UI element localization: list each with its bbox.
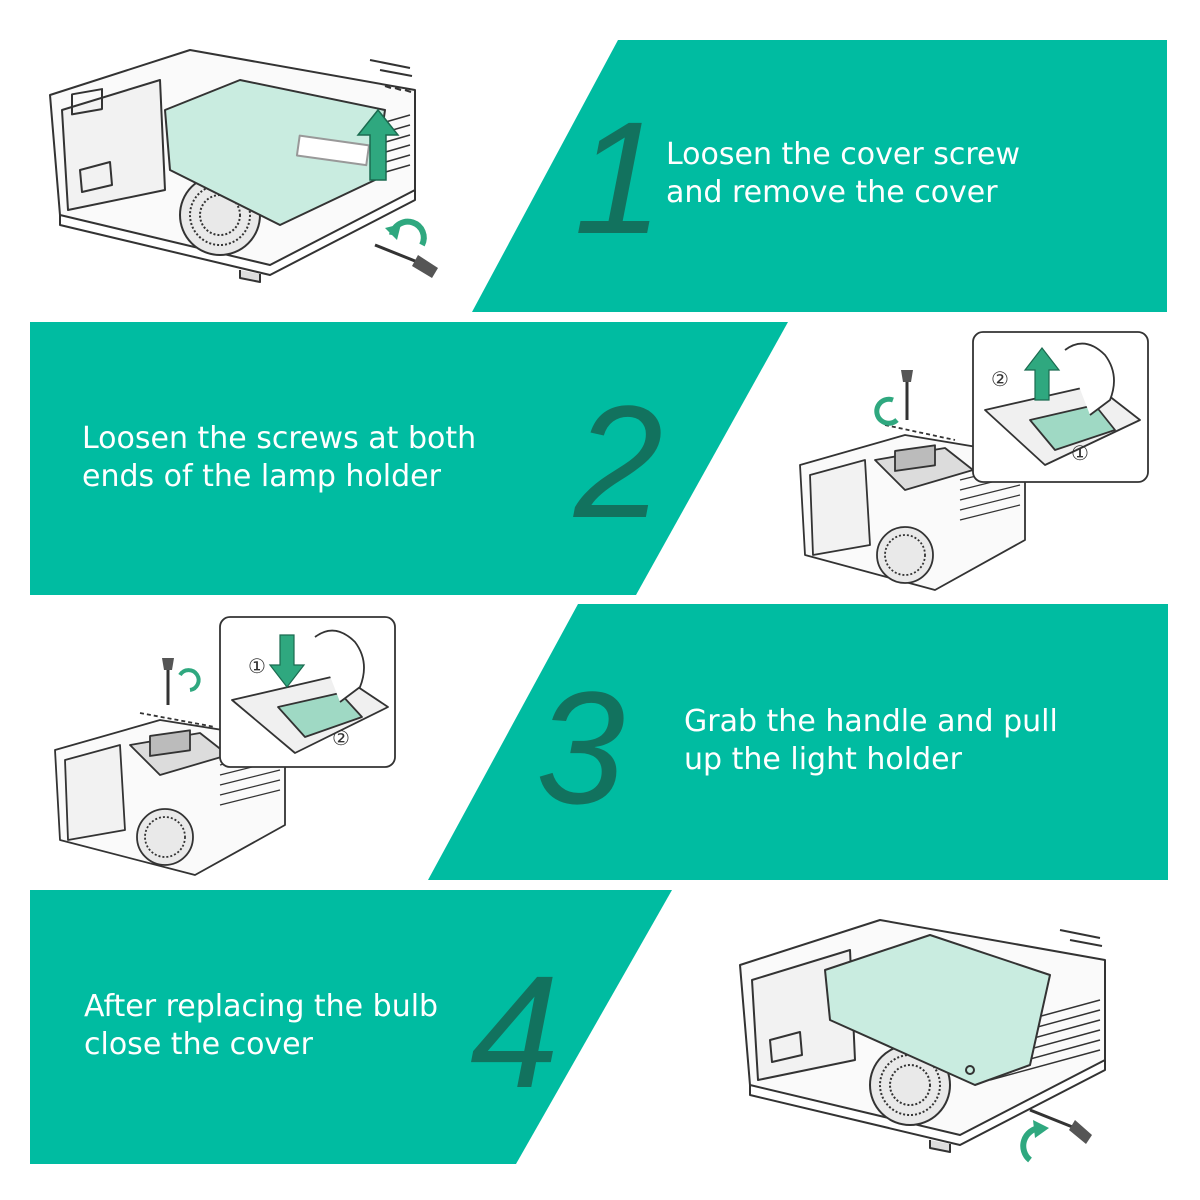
step-4-line-1: After replacing the bulb bbox=[84, 989, 439, 1024]
screwdriver-icon bbox=[1029, 1108, 1092, 1144]
step-4-number: 4 bbox=[470, 942, 559, 1121]
step-3-illustration: ① ② bbox=[54, 616, 396, 876]
step-4-line-2: close the cover bbox=[84, 1027, 313, 1062]
step-2-background bbox=[30, 322, 788, 595]
arrow-down-icon bbox=[268, 634, 306, 688]
step-4-description: After replacing the bulb close the cover bbox=[84, 988, 438, 1064]
step-2-number: 2 bbox=[574, 372, 663, 551]
rotate-arrow-icon bbox=[1020, 1120, 1049, 1163]
step-3-description: Grab the handle and pull up the light ho… bbox=[684, 703, 1058, 779]
step-1-line-2: and remove the cover bbox=[666, 175, 998, 210]
callout-2: ② bbox=[332, 726, 350, 750]
callout-1: ① bbox=[1071, 441, 1089, 465]
rotate-arrow-icon bbox=[178, 668, 201, 692]
arrow-up-icon bbox=[1023, 347, 1061, 401]
step-4-background bbox=[30, 890, 672, 1164]
rotate-arrow-icon bbox=[385, 218, 427, 247]
step-3-line-1: Grab the handle and pull bbox=[684, 704, 1058, 739]
arrow-up-icon bbox=[356, 108, 400, 181]
screwdriver-icon bbox=[901, 370, 913, 420]
step-2-line-2: ends of the lamp holder bbox=[82, 459, 441, 494]
step-3-number: 3 bbox=[536, 658, 625, 837]
step-2-description: Loosen the screws at both ends of the la… bbox=[82, 420, 476, 496]
step-1-number: 1 bbox=[574, 88, 663, 267]
step-3-line-2: up the light holder bbox=[684, 742, 962, 777]
screwdriver-icon bbox=[374, 243, 438, 278]
step-2-illustration: ② ① bbox=[799, 331, 1149, 591]
step-2-line-1: Loosen the screws at both bbox=[82, 421, 477, 456]
step-1-illustration bbox=[49, 49, 438, 283]
step-3-background bbox=[428, 604, 1168, 880]
step-4-illustration bbox=[739, 919, 1106, 1163]
rotate-arrow-icon bbox=[874, 396, 899, 426]
screwdriver-icon bbox=[162, 658, 174, 705]
callout-2: ② bbox=[991, 367, 1009, 391]
step-1-line-1: Loosen the cover screw bbox=[666, 137, 1021, 172]
step-1-description: Loosen the cover screw and remove the co… bbox=[666, 136, 1020, 212]
callout-1: ① bbox=[248, 654, 266, 678]
step-1-background bbox=[472, 40, 1167, 312]
